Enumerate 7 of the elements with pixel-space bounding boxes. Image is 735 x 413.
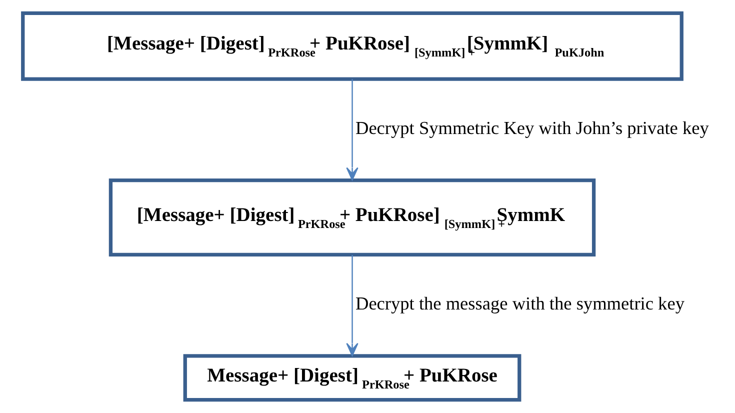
- node-box: [Message+ [Digest] $_{PrKRose}$+ PuKRose] $_{[SymmK] +}$[SymmK] $_{PuKJohn}$: [21, 11, 684, 81]
- edge-label: Decrypt the message with the symmetric key: [356, 294, 684, 314]
- node-box: Message+ [Digest] $_{PrKRose}$+ PuKRose: [183, 354, 522, 402]
- edge-label: Decrypt Symmetric Key with John’s private key: [356, 118, 709, 138]
- node-box: [Message+ [Digest] $_{PrKRose}$+ PuKRose] $_{[SymmK] +}$SymmK: [108, 178, 596, 257]
- arrow: [346, 79, 358, 181]
- arrow: [346, 254, 358, 356]
